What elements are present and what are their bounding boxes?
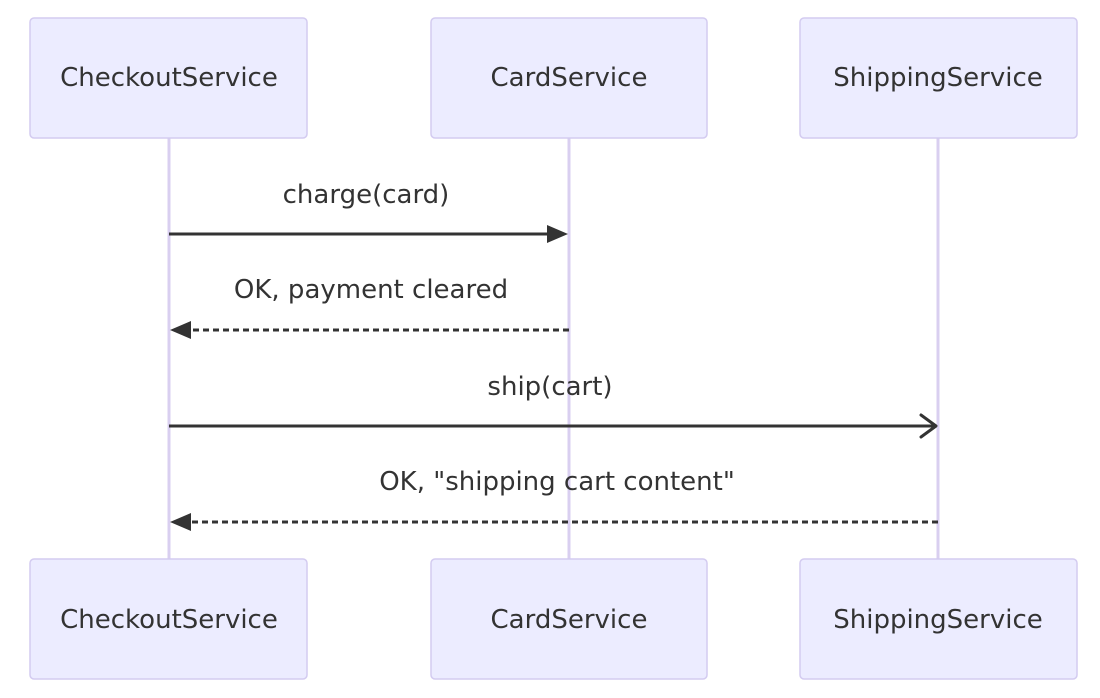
message-ship-cart: ship(cart) [169, 372, 938, 439]
participant-box [799, 17, 1078, 139]
message-label: ship(cart) [487, 372, 612, 402]
participant-box [430, 17, 708, 139]
arrowhead-icon [170, 513, 191, 531]
message-shipping-cart-content: OK, "shipping cart content" [170, 467, 938, 531]
participant-label: ShippingService [833, 63, 1043, 93]
participant-bottom-shipping-service: ShippingService [799, 558, 1078, 680]
participant-bottom-checkout-service: CheckoutService [29, 558, 308, 680]
participant-label: CheckoutService [60, 605, 278, 635]
participant-box [29, 558, 308, 680]
participant-label: CheckoutService [60, 63, 278, 93]
message-label: OK, payment cleared [234, 275, 508, 305]
open-arrowhead-icon [919, 413, 938, 439]
participant-label: CardService [491, 63, 648, 93]
participant-bottom-card-service: CardService [430, 558, 708, 680]
participant-label: CardService [491, 605, 648, 635]
message-charge-card: charge(card) [169, 180, 568, 243]
participant-top-card-service: CardService [430, 17, 708, 139]
participant-box [430, 558, 708, 680]
participant-box [29, 17, 308, 139]
participant-top-checkout-service: CheckoutService [29, 17, 308, 139]
participant-top-shipping-service: ShippingService [799, 17, 1078, 139]
message-label: OK, "shipping cart content" [379, 467, 735, 497]
message-payment-cleared: OK, payment cleared [170, 275, 569, 339]
arrowhead-icon [170, 321, 191, 339]
arrowhead-icon [547, 225, 568, 243]
message-label: charge(card) [283, 180, 450, 210]
participant-label: ShippingService [833, 605, 1043, 635]
participant-box [799, 558, 1078, 680]
